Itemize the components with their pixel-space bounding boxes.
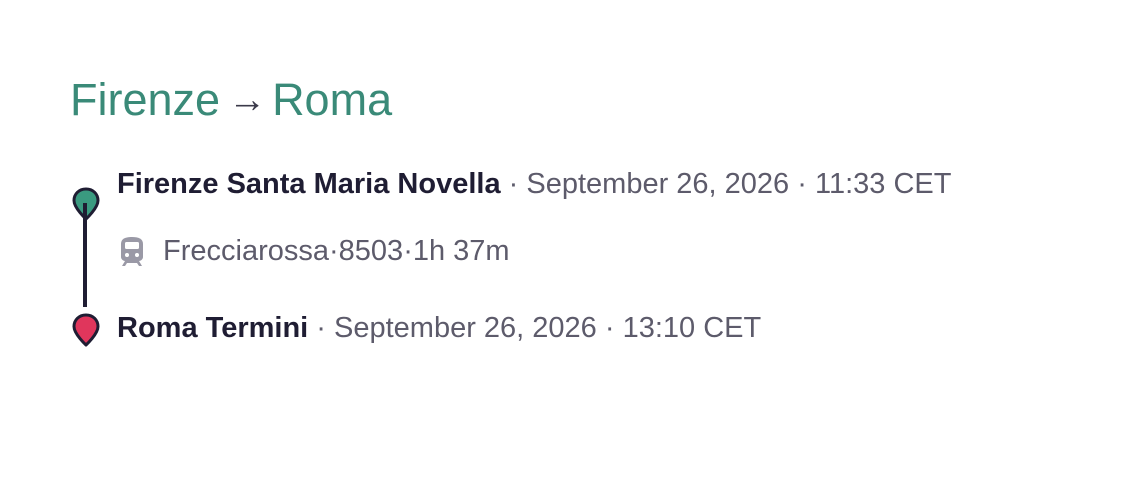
arrival-separator-1: · bbox=[308, 312, 334, 344]
segment-train-number: 8503 bbox=[338, 235, 404, 267]
origin-city: Firenze bbox=[70, 74, 221, 125]
departure-row: Firenze Santa Maria Novella · September … bbox=[70, 161, 967, 221]
departure-separator-2: · bbox=[789, 168, 815, 200]
departure-station: Firenze Santa Maria Novella bbox=[117, 168, 501, 200]
departure-separator-1: · bbox=[500, 168, 527, 200]
arrival-station: Roma Termini bbox=[117, 312, 309, 344]
arrival-time: 13:10 CET bbox=[622, 312, 762, 344]
departure-time: 11:33 CET bbox=[814, 168, 952, 200]
destination-city: Roma bbox=[272, 74, 393, 125]
destination-pin-icon bbox=[72, 313, 100, 347]
timeline-connector bbox=[83, 203, 87, 307]
journey-segment: Frecciarossa · 8503 · 1h 37m bbox=[70, 203, 1030, 307]
trip-card: Firenze→Roma Firenze Santa Maria Novella… bbox=[70, 72, 1030, 351]
train-icon bbox=[121, 237, 143, 266]
arrival-date: September 26, 2026 bbox=[334, 312, 597, 344]
segment-separator-1: · bbox=[329, 235, 339, 267]
segment-info: Frecciarossa · 8503 · 1h 37m bbox=[117, 231, 510, 271]
segment-duration: 1h 37m bbox=[412, 235, 510, 267]
trip-timeline: Firenze Santa Maria Novella · September … bbox=[70, 161, 1030, 351]
arrival-row: Roma Termini · September 26, 2026 · 13:1… bbox=[70, 305, 1030, 351]
arrival-separator-2: · bbox=[596, 312, 623, 344]
arrow-right-icon: → bbox=[228, 79, 267, 121]
segment-operator: Frecciarossa bbox=[163, 235, 329, 267]
departure-date: September 26, 2026 bbox=[526, 168, 790, 200]
segment-separator-2: · bbox=[403, 235, 413, 267]
trip-title: Firenze→Roma bbox=[70, 72, 1030, 131]
